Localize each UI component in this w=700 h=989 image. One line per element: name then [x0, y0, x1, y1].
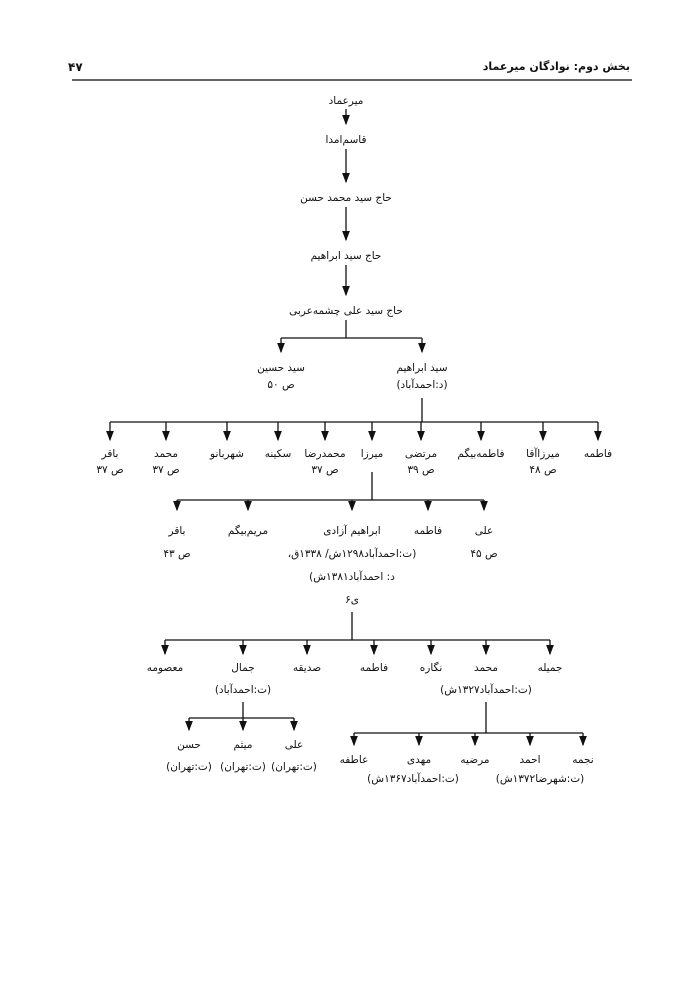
person-name: شهربانو	[210, 448, 244, 460]
person-name: فاطمه	[359, 662, 389, 674]
person-name: حاج سید ابراهیم	[310, 250, 382, 262]
person-name: فاطمه‌بیگم	[457, 448, 505, 460]
person-name: علی	[284, 739, 304, 751]
person-note: (ت:تهران)	[220, 761, 266, 773]
person-name: احمد	[519, 754, 541, 766]
person-note: (ت:احمدآباد۱۲۹۸ش/ ۱۳۳۸ق،	[287, 548, 417, 560]
person-name: جمال	[231, 662, 255, 674]
person-name: فاطمه	[413, 525, 443, 537]
person-name: میرزاآقا	[526, 448, 560, 460]
person-note: (ت:احمدآباد)	[214, 684, 272, 696]
person-name: مرتضی	[404, 448, 438, 460]
person-name: حسن	[177, 739, 201, 751]
person-note: ص ۳۷	[152, 464, 180, 476]
person-note: د: احمدآباد۱۳۸۱ش)	[309, 571, 395, 583]
person-name: مرضیه	[460, 754, 490, 766]
person-note: ص ۴۸	[529, 464, 557, 476]
person-note: ص ۵۰	[267, 379, 295, 391]
person-name: میرزا	[360, 448, 384, 460]
person-note: (ت:احمدآباد۱۳۲۷ش)	[440, 684, 532, 696]
person-name: سید حسین	[257, 362, 305, 374]
person-name: نگاره	[419, 662, 443, 674]
person-note: (ت:شهرضا۱۳۷۲ش)	[495, 773, 585, 785]
person-name: معصومه	[146, 662, 184, 674]
person-name: نجمه	[572, 754, 594, 766]
person-name: سید ابراهیم	[396, 362, 448, 374]
section-title: بخش دوم: نوادگان میرعماد	[482, 60, 630, 73]
person-note: ص ۴۳	[163, 548, 191, 560]
person-name: ابراهیم آزادی	[323, 525, 381, 537]
person-name: سکینه	[264, 448, 292, 460]
person-name: علی	[474, 525, 494, 537]
person-note: ص ۴۵	[470, 548, 498, 560]
person-name: مهدی	[406, 754, 432, 766]
person-name: قاسم‌امدا	[325, 134, 367, 146]
person-note: ص ۳۹	[407, 464, 435, 476]
person-note: ص ۳۷	[311, 464, 339, 476]
person-name: حاج سید علی چشمه‌عربی	[289, 305, 403, 317]
person-name: عاطفه	[339, 754, 369, 766]
person-note: (ت:تهران)	[166, 761, 212, 773]
person-note: ی۶	[345, 594, 359, 606]
person-name: صدیقه	[292, 662, 322, 674]
person-name: محمد	[154, 448, 178, 460]
person-name: فاطمه	[583, 448, 613, 460]
person-note: (د:احمدآباد)	[396, 379, 448, 391]
page-number: ۴۷	[68, 60, 83, 74]
person-name: مریم‌بیگم	[227, 525, 269, 537]
person-name: جمیله	[537, 662, 563, 674]
person-note: (ت:تهران)	[271, 761, 317, 773]
person-note: (ت:احمدآباد۱۳۶۷ش)	[367, 773, 459, 785]
person-note: ص ۳۷	[96, 464, 124, 476]
person-name: میرعماد	[328, 95, 364, 107]
person-name: حاج سید محمد حسن	[300, 192, 392, 204]
person-name: میثم	[233, 739, 253, 751]
person-name: محمدرضا	[304, 448, 346, 460]
person-name: باقر	[168, 525, 186, 537]
person-name: باقر	[101, 448, 119, 460]
person-name: محمد	[474, 662, 498, 674]
